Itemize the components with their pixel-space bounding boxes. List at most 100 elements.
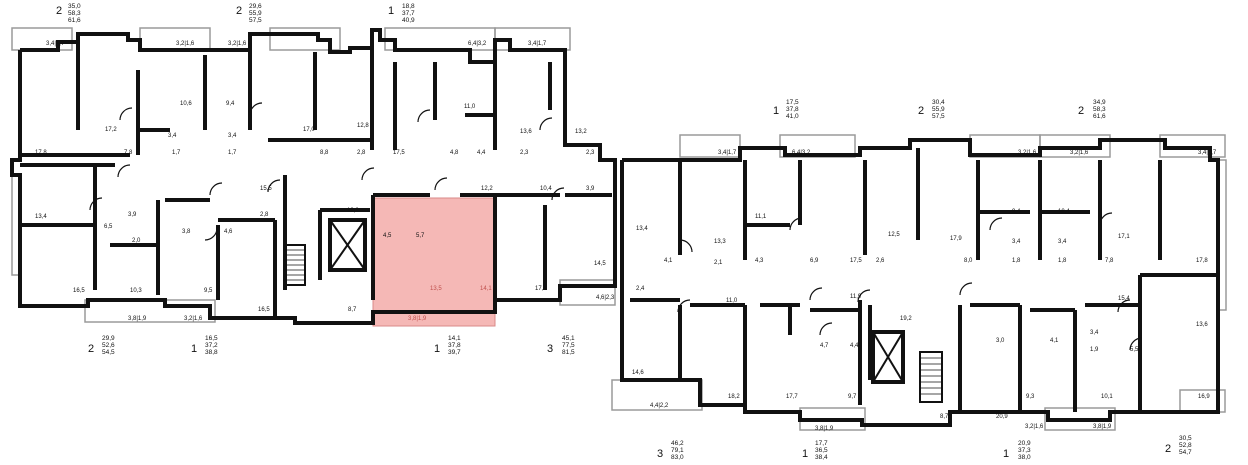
apartment-label[interactable]: 2 30,4 55,9 57,5 <box>918 99 945 120</box>
svg-text:2: 2 <box>56 5 62 17</box>
room-area: 3,8|1,9 <box>1093 424 1112 430</box>
apartment-label[interactable]: 1 17,5 37,8 41,0 <box>773 99 799 120</box>
room-area: 3,2|1,6 <box>1025 424 1044 430</box>
room-area: 6,4|3,2 <box>792 150 811 156</box>
room-area: 8,7 <box>940 414 949 420</box>
room-area: 17,5 <box>850 258 862 264</box>
svg-text:3: 3 <box>657 448 663 460</box>
room-area: 3,4 <box>1090 330 1099 336</box>
svg-text:3: 3 <box>547 343 553 355</box>
room-area: 17,9 <box>950 236 962 242</box>
highlighted-apartment[interactable] <box>372 197 496 327</box>
svg-text:52,6: 52,6 <box>102 342 115 349</box>
doors <box>89 102 1143 351</box>
room-area: 13,4 <box>35 214 47 220</box>
room-area: 12,2 <box>481 186 493 192</box>
room-area: 3,9 <box>128 212 137 218</box>
apartment-label[interactable]: 1 18,8 37,7 40,9 <box>388 3 415 24</box>
room-area: 9,4 <box>226 101 235 107</box>
svg-text:34,9: 34,9 <box>1093 99 1106 106</box>
room-area: 1,9 <box>1090 347 1099 353</box>
svg-text:16,5: 16,5 <box>205 335 218 342</box>
room-area: 4,7 <box>820 343 829 349</box>
svg-text:30,5: 30,5 <box>1179 435 1192 442</box>
room-area: 6,5 <box>104 224 113 230</box>
room-area: 19,2 <box>347 208 359 214</box>
walls-left-block <box>10 28 617 325</box>
room-area: 9,7 <box>848 394 857 400</box>
svg-text:37,3: 37,3 <box>1018 447 1031 454</box>
svg-text:1: 1 <box>191 343 197 355</box>
svg-text:61,6: 61,6 <box>1093 113 1106 120</box>
svg-text:81,5: 81,5 <box>562 349 575 356</box>
room-area: 3,2|1,6 <box>176 41 195 47</box>
room-area: 6,4|3,2 <box>468 41 487 47</box>
room-area: 11,0 <box>464 104 476 110</box>
apartment-label[interactable]: 2 29,9 52,6 54,5 <box>88 335 115 356</box>
apartment-label[interactable]: 3 45,1 77,5 81,5 <box>547 335 575 356</box>
room-area: 17,0 <box>303 127 315 133</box>
apartment-label[interactable]: 1 14,1 37,8 39,7 <box>434 335 461 356</box>
room-area: 13,4 <box>636 226 648 232</box>
room-area: 1,8 <box>1012 258 1021 264</box>
room-area: 5,5 <box>1130 347 1139 353</box>
room-area: 13,6 <box>520 129 532 135</box>
svg-text:45,1: 45,1 <box>562 335 575 342</box>
room-area: 13,5 <box>430 286 442 292</box>
room-area: 15,4 <box>1118 296 1130 302</box>
svg-text:36,5: 36,5 <box>815 447 828 454</box>
svg-text:37,7: 37,7 <box>402 10 415 17</box>
room-area: 3,8|1,9 <box>815 426 834 432</box>
svg-text:37,2: 37,2 <box>205 342 218 349</box>
svg-text:46,2: 46,2 <box>671 440 684 447</box>
room-area: 16,5 <box>258 307 270 313</box>
room-area: 1,7 <box>228 150 237 156</box>
svg-text:58,3: 58,3 <box>68 10 81 17</box>
apartment-labels: 2 35,0 58,3 61,6 2 29,6 55,9 57,5 1 18,8… <box>56 3 1192 461</box>
room-area: 4,4 <box>477 150 486 156</box>
svg-text:52,8: 52,8 <box>1179 442 1192 449</box>
apartment-label[interactable]: 2 35,0 58,3 61,6 <box>56 3 81 24</box>
room-area: 10,4 <box>540 186 552 192</box>
svg-text:79,1: 79,1 <box>671 447 684 454</box>
apartment-label[interactable]: 3 46,2 79,1 83,0 <box>657 440 684 461</box>
svg-text:55,9: 55,9 <box>932 106 945 113</box>
svg-text:18,8: 18,8 <box>402 3 415 10</box>
apartment-label[interactable]: 2 29,6 55,9 57,5 <box>236 3 262 24</box>
apartment-label[interactable]: 1 16,5 37,2 38,8 <box>191 335 218 356</box>
room-area: 14,1 <box>480 286 492 292</box>
room-area: 3,4 <box>1012 239 1021 245</box>
apartment-label[interactable]: 1 17,7 36,5 38,4 <box>802 440 828 461</box>
room-area: 1,7 <box>172 150 181 156</box>
svg-text:2: 2 <box>88 343 94 355</box>
svg-text:54,7: 54,7 <box>1179 449 1192 456</box>
apartment-label[interactable]: 2 34,9 58,3 61,6 <box>1078 99 1106 120</box>
svg-text:30,4: 30,4 <box>932 99 945 106</box>
room-area: 4,5 <box>383 233 392 239</box>
svg-text:35,0: 35,0 <box>68 3 81 10</box>
room-area: 13,6 <box>1196 322 1208 328</box>
svg-text:1: 1 <box>773 105 779 117</box>
room-area: 3,2|1,6 <box>228 41 247 47</box>
room-area: 17,8 <box>35 150 47 156</box>
apartment-label[interactable]: 2 30,5 52,8 54,7 <box>1165 435 1192 456</box>
svg-text:83,0: 83,0 <box>671 454 684 461</box>
room-area: 11,9 <box>850 294 862 300</box>
room-area: 4,8 <box>450 150 459 156</box>
room-area: 20,9 <box>996 414 1008 420</box>
svg-text:41,0: 41,0 <box>786 113 799 120</box>
room-area: 10,4 <box>1058 209 1070 215</box>
room-area: 13,2 <box>575 129 587 135</box>
room-area: 3,8 <box>182 229 191 235</box>
room-area: 8,0 <box>964 258 973 264</box>
room-area: 9,5 <box>204 288 213 294</box>
room-area: 4,4|2,2 <box>650 403 669 409</box>
svg-text:2: 2 <box>1165 443 1171 455</box>
svg-text:29,9: 29,9 <box>102 335 115 342</box>
apartment-label[interactable]: 1 20,9 37,3 38,0 <box>1003 440 1031 461</box>
room-area: 4,1 <box>664 258 673 264</box>
svg-text:1: 1 <box>434 343 440 355</box>
room-area: 17,7 <box>786 394 798 400</box>
svg-text:17,5: 17,5 <box>786 99 799 106</box>
